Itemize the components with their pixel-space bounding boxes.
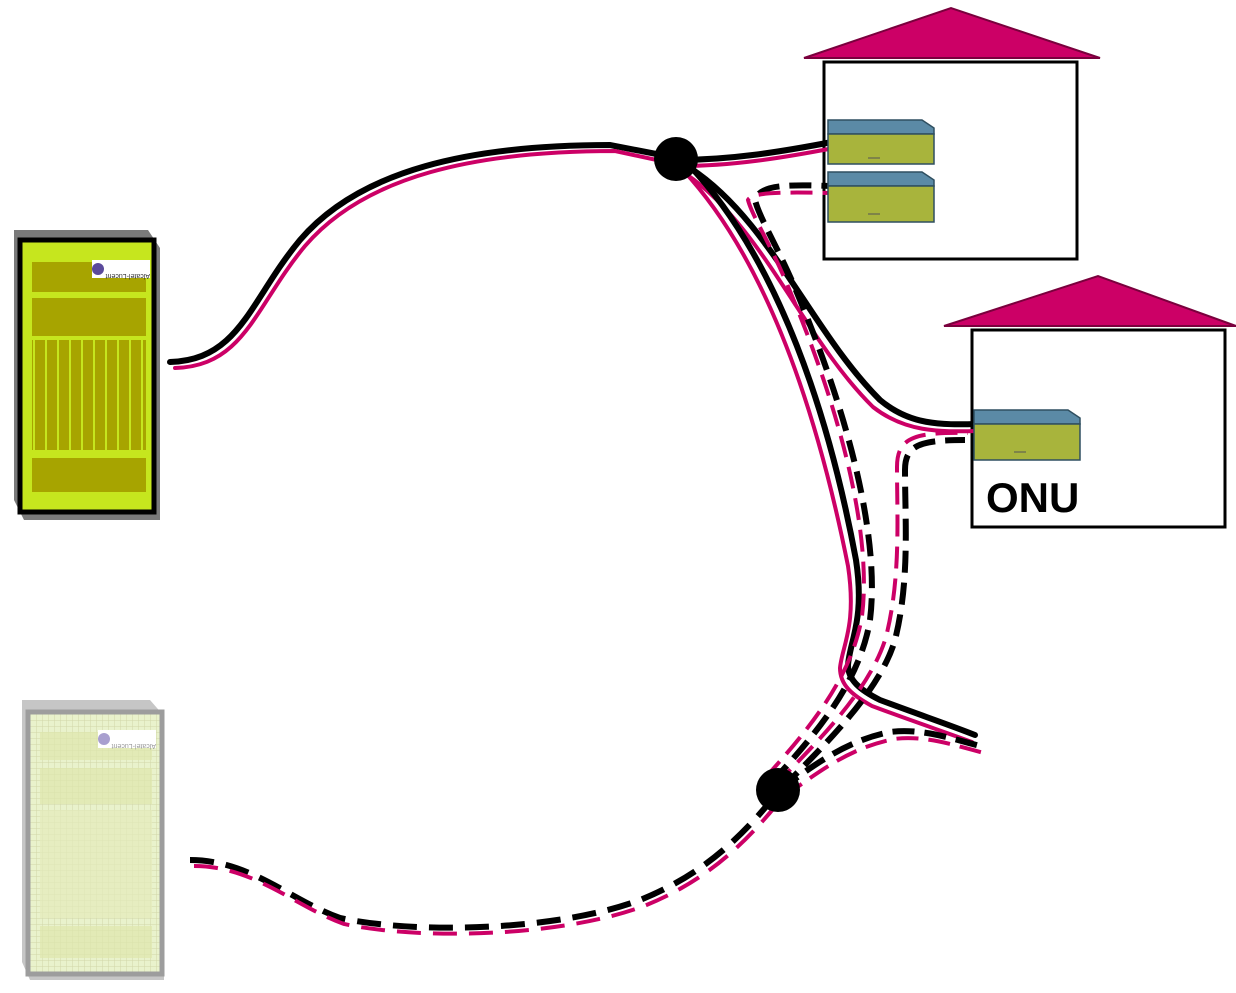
- protection-splitter-node: [756, 768, 800, 812]
- primary-splitter-node: [654, 137, 698, 181]
- onu-device-2: [973, 409, 1081, 461]
- olt-backup-chassis: Alcatel-Lucent: [22, 700, 165, 980]
- olt-primary-brand: Alcatel-Lucent: [106, 272, 150, 279]
- onu-label: ONU: [986, 474, 1079, 521]
- onu-device-1a: [827, 119, 935, 165]
- house-roof-2: [943, 274, 1236, 327]
- protection-trunk-fiber: [189, 790, 781, 931]
- olt-backup-brand: Alcatel-Lucent: [112, 742, 156, 749]
- working-trunk-fiber: [167, 141, 680, 365]
- brand-logo-icon: [92, 263, 104, 275]
- onu-device-1b: [827, 171, 935, 223]
- subscriber-house-2: ONU: [943, 274, 1236, 529]
- brand-logo-icon: [98, 733, 110, 745]
- olt-primary-chassis: Alcatel-Lucent: [14, 230, 160, 520]
- protection-fiber-paths: [189, 182, 985, 936]
- house-roof-1: [803, 6, 1101, 59]
